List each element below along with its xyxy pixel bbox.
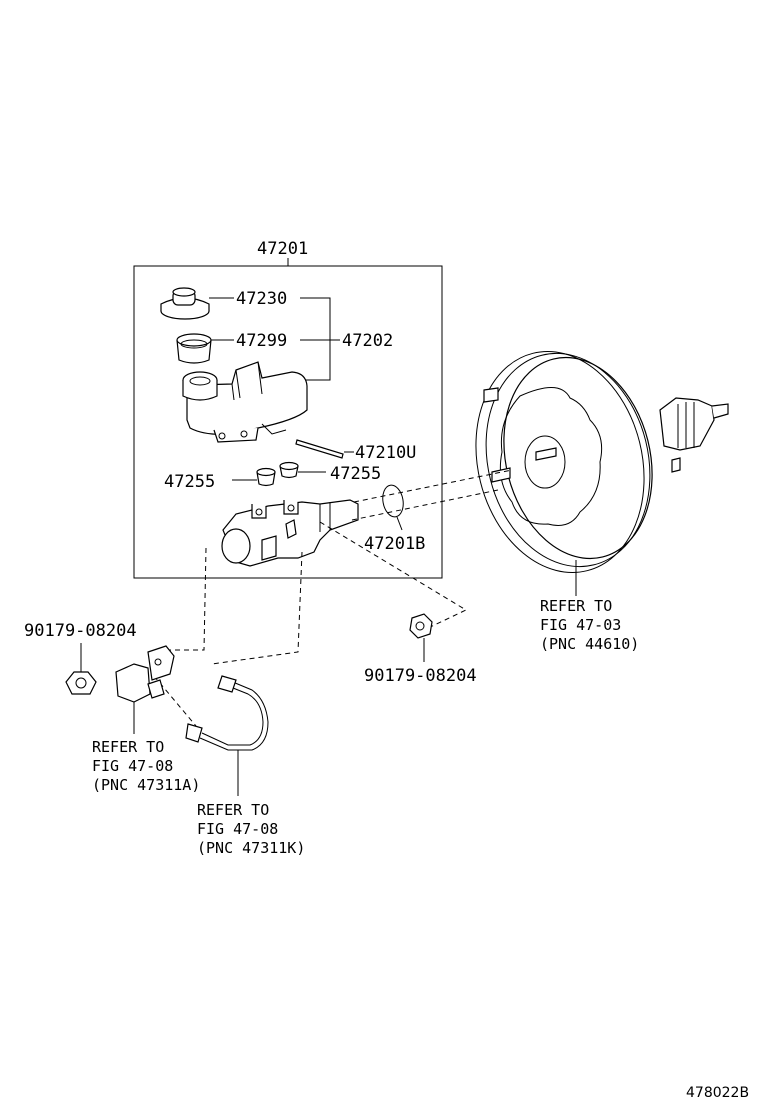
bracket-47202 <box>300 297 340 381</box>
leader-47201b <box>396 516 403 531</box>
tube-k-ref-line-2[interactable]: FIG 47-08 <box>197 820 278 838</box>
label-nut-right[interactable]: 90179-08204 <box>364 666 477 686</box>
booster-ref-line-3[interactable]: (PNC 44610) <box>540 635 639 653</box>
master-cylinder-part <box>221 499 359 567</box>
strainer-part <box>176 333 212 364</box>
alignment-dash-left <box>166 547 207 651</box>
tube-a-ref-line-2[interactable]: FIG 47-08 <box>92 757 173 775</box>
grommet-left-part <box>256 467 276 487</box>
tube-k-ref-line-1[interactable]: REFER TO <box>197 801 269 819</box>
label-47255-left[interactable]: 47255 <box>164 472 215 492</box>
brake-tube-part <box>185 675 269 751</box>
label-47210u[interactable]: 47210U <box>355 443 416 463</box>
reservoir-tank-part <box>182 361 308 443</box>
brake-booster-part <box>475 351 729 573</box>
figure-code: 478022B <box>686 1085 749 1101</box>
alignment-dash-booster <box>351 469 513 521</box>
tube-a-ref-line-1[interactable]: REFER TO <box>92 738 164 756</box>
label-47230[interactable]: 47230 <box>236 289 287 309</box>
tube-a-ref-line-3[interactable]: (PNC 47311A) <box>92 776 200 794</box>
booster-ref-line-1[interactable]: REFER TO <box>540 597 612 615</box>
tube-k-ref-line-3[interactable]: (PNC 47311K) <box>197 839 305 857</box>
label-47299[interactable]: 47299 <box>236 331 287 351</box>
alignment-dash-center <box>211 551 303 665</box>
union-nut-right-part <box>409 613 433 639</box>
grommet-right-part <box>279 461 299 479</box>
union-nut-left-part <box>65 671 97 695</box>
tube-connector-part <box>115 645 175 703</box>
label-47201[interactable]: 47201 <box>257 239 308 259</box>
reservoir-cap-part <box>160 287 210 320</box>
o-ring-part <box>382 484 404 518</box>
label-47255-right[interactable]: 47255 <box>330 464 381 484</box>
pin-part <box>295 439 344 459</box>
label-47202[interactable]: 47202 <box>342 331 393 351</box>
label-nut-left[interactable]: 90179-08204 <box>24 621 137 641</box>
alignment-dash-right-nut <box>319 521 468 631</box>
label-47201b[interactable]: 47201B <box>364 534 425 554</box>
booster-ref-line-2[interactable]: FIG 47-03 <box>540 616 621 634</box>
